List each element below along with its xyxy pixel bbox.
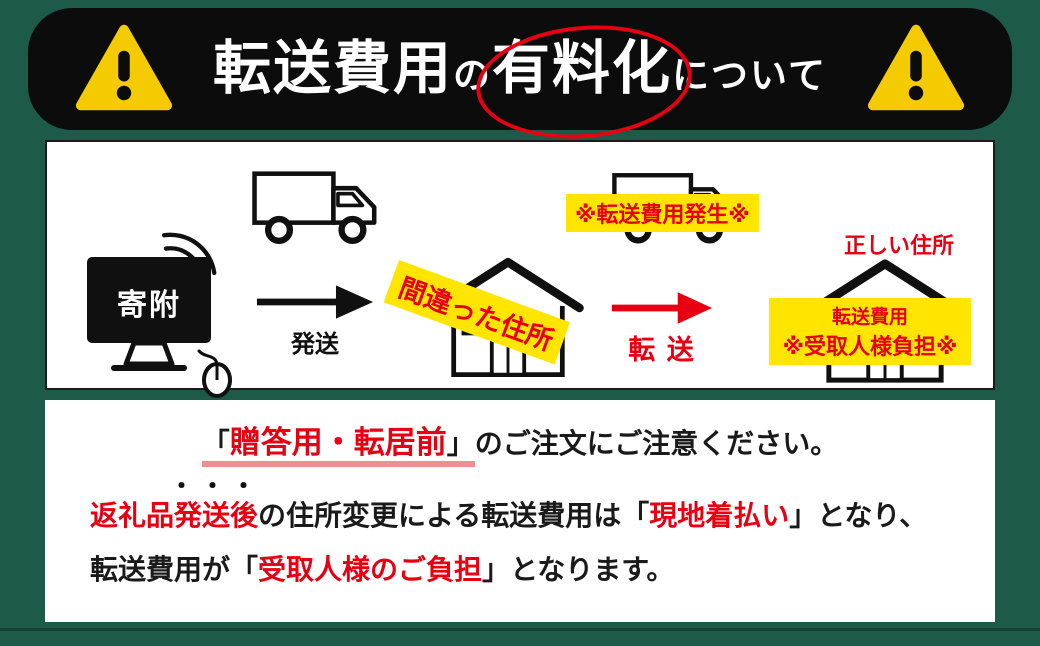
caution-text: のご注文にご注意ください。: [474, 428, 839, 459]
bracket: 「: [621, 500, 650, 531]
bracket: 」: [482, 554, 511, 585]
after-shipping-text: 発送後: [174, 500, 259, 531]
gift-relocation-text: 贈答用・転居前: [229, 425, 447, 460]
recipient-fee-label: 転送費用 ※受取人様負担※: [769, 298, 971, 365]
divider: [0, 628, 1040, 631]
monitor-icon: 寄附: [84, 254, 214, 376]
title-segment: の: [453, 55, 493, 96]
recipient-fee-line2: ※受取人様負担※: [782, 334, 958, 359]
cash-on-delivery-text: 現地着払い: [649, 500, 790, 531]
forward-label: 転 送: [628, 335, 696, 365]
after-shipping-text: 返礼品: [90, 500, 175, 531]
highlighted-phrase: 「贈答用・転居前」: [201, 425, 475, 467]
notice-line3: 転送費用が「受取人様のご負担」となります。: [90, 552, 674, 587]
notice-box: 「贈答用・転居前」のご注文にご注意ください。 返礼品・・・発送後の住所変更による…: [45, 400, 995, 622]
title-highlight: 有料化: [471, 16, 697, 148]
flow-diagram: 寄附 発送: [45, 140, 995, 398]
shipping-label: 発送: [291, 331, 339, 358]
red-arrow-right-icon: [611, 292, 713, 324]
title-segment: 転送費用: [213, 36, 454, 101]
page-title: 転送費用 の 有料化 について: [213, 16, 827, 148]
mouse-icon: [197, 349, 232, 398]
bracket: 」: [446, 428, 475, 459]
body-text: となり、: [817, 500, 928, 531]
notice-line1: 「贈答用・転居前」のご注文にご注意ください。: [45, 424, 995, 467]
body-text: となります。: [510, 554, 675, 585]
title-segment: について: [672, 55, 827, 96]
emphasized-text: ・・・発送後: [170, 473, 259, 533]
body-text: 転送費用が: [90, 554, 231, 585]
monitor-shape-icon: [87, 257, 211, 371]
correct-address-label: 正しい住所: [844, 233, 955, 258]
bracket: 「: [230, 554, 259, 585]
warning-triangle-icon: [867, 24, 965, 111]
donation-label: 寄附: [117, 289, 181, 322]
recipient-fee-line1: 転送費用: [831, 307, 908, 328]
notice-line2: 返礼品・・・発送後の住所変更による転送費用は「現地着払い」となり、: [90, 473, 928, 533]
emphasis-dots: ・・・: [169, 473, 263, 500]
body-text: の住所変更による転送費用は: [258, 500, 622, 531]
title-banner: 転送費用 の 有料化 について: [28, 8, 1012, 148]
arrow-right-icon: [256, 285, 374, 319]
title-segment: 有料化: [492, 36, 673, 101]
forward-fee-notice-label: ※転送費用発生※: [566, 194, 759, 232]
recipient-burden-text: 受取人様のご負担: [258, 554, 483, 585]
wifi-signal-icon: [161, 232, 217, 279]
bracket: 「: [201, 428, 230, 459]
warning-triangle-icon: [75, 24, 173, 111]
bracket: 」: [789, 500, 818, 531]
delivery-truck-icon: [252, 171, 377, 244]
